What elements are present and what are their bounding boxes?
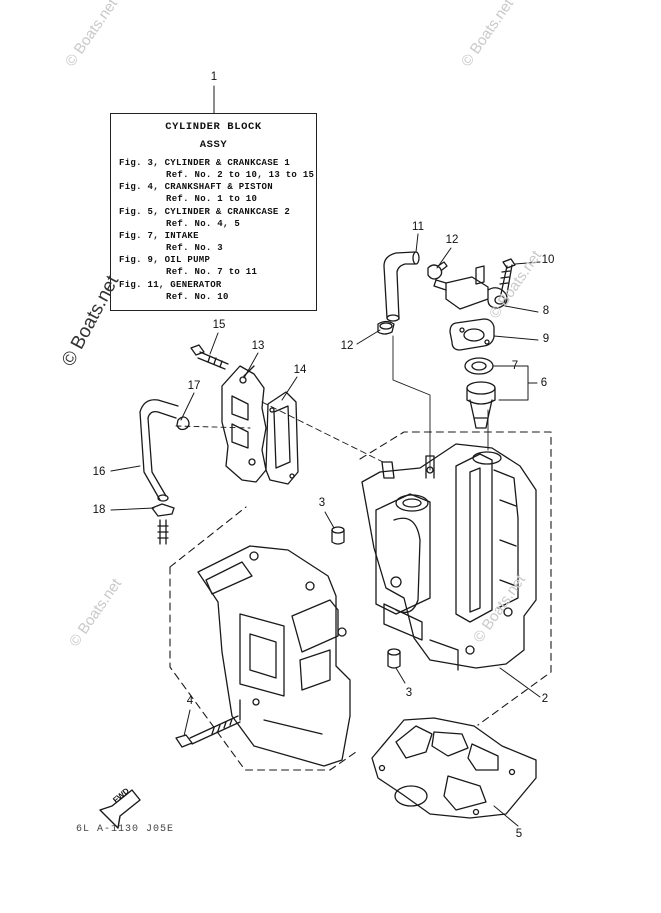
part-crankcase-2-left: [197, 545, 351, 767]
callout-3-upper: 3: [318, 497, 326, 509]
callout-5: 5: [515, 828, 523, 840]
part-clip-12-lower: [377, 320, 395, 335]
legend-line: Fig. 7, INTAKE: [119, 231, 199, 241]
callout-6: 6: [540, 377, 548, 389]
part-gasket-14: [265, 391, 299, 485]
part-seal-7: [464, 357, 494, 375]
legend-subtitle: ASSY: [199, 139, 228, 151]
legend-line: Ref. No. 10: [166, 292, 229, 302]
part-hose-11: [383, 251, 420, 322]
legend-line: Fig. 5, CYLINDER & CRANKCASE 2: [119, 207, 291, 217]
callout-8: 8: [542, 305, 550, 317]
part-gasket-5: [371, 717, 537, 819]
part-clip-12-upper: [427, 261, 448, 280]
part-dowel-pin-3-lower: [387, 648, 401, 669]
legend-line: Fig. 3, CYLINDER & CRANKCASE 1: [119, 158, 291, 168]
callout-14: 14: [293, 364, 307, 376]
callout-7: 7: [511, 360, 519, 372]
diagram-code: 6L A-1130 J05E: [76, 824, 175, 835]
alignment-lines: [175, 335, 489, 471]
callout-17: 17: [187, 380, 201, 392]
legend-line: Fig. 11, GENERATOR: [119, 280, 222, 290]
legend-line: Ref. No. 7 to 11: [166, 267, 258, 277]
legend-line: Ref. No. 4, 5: [166, 219, 241, 229]
legend-line: Fig. 9, OIL PUMP: [119, 255, 211, 265]
callout-11: 11: [412, 221, 424, 233]
part-gasket-9: [449, 318, 495, 351]
legend-box: CYLINDER BLOCK ASSY Fig. 3, CYLINDER & C…: [110, 113, 317, 311]
legend-line: Ref. No. 1 to 10: [166, 194, 258, 204]
part-pump-rotor-6: [466, 381, 496, 429]
callout-12-upper: 12: [445, 234, 459, 246]
callout-16: 16: [92, 466, 106, 478]
callout-13: 13: [251, 340, 265, 352]
part-bolt-15: [190, 344, 229, 370]
legend-line: Ref. No. 2 to 10, 13 to 15: [166, 170, 315, 180]
legend-title: CYLINDER BLOCK: [165, 121, 262, 133]
part-intake-manifold-13: [221, 365, 267, 483]
part-dowel-pin-3-upper: [331, 526, 345, 545]
part-fitting-18: [151, 503, 175, 545]
legend-line: Fig. 4, CRANKSHAFT & PISTON: [119, 182, 273, 192]
fwd-arrow-icon: [99, 789, 141, 829]
part-hose-16: [139, 399, 179, 502]
part-cylinder-block: [361, 443, 537, 671]
callout-4: 4: [186, 695, 194, 707]
callout-3-lower: 3: [405, 687, 413, 699]
callout-10: 10: [541, 254, 555, 266]
callout-9: 9: [542, 333, 550, 345]
part-clip-17: [176, 416, 190, 431]
dashed-assembly-outline: [169, 431, 552, 771]
part-bolt-4: [175, 715, 241, 748]
callout-2: 2: [541, 693, 549, 705]
callout-18: 18: [92, 504, 106, 516]
callout-1: 1: [210, 71, 218, 83]
legend-line: Ref. No. 3: [166, 243, 224, 253]
leader-lines: [110, 85, 541, 827]
callout-12-lower: 12: [340, 340, 354, 352]
callout-15: 15: [212, 319, 226, 331]
part-oil-pump-8: [433, 265, 508, 310]
